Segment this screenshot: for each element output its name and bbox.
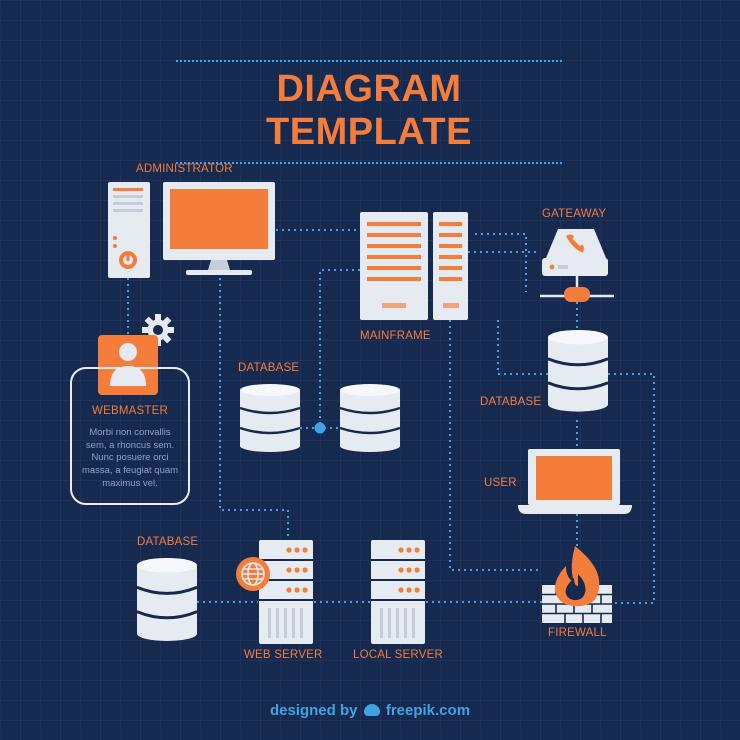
firewall-icon <box>542 546 612 623</box>
connector-mainframe-database <box>319 269 360 428</box>
connector-mainframe-database-right <box>497 320 548 375</box>
database-icon <box>135 556 199 643</box>
connector-lines <box>127 229 655 604</box>
footer-prefix: designed by <box>269 702 358 719</box>
firewall-label: FIREWALL <box>548 627 607 639</box>
footer-credit: designed by freepik.com <box>0 702 740 719</box>
server-icon <box>370 539 426 645</box>
webmaster-card: WEBMASTER Morbi non convallis sem, a rho… <box>70 367 190 505</box>
database-icon <box>338 382 402 454</box>
laptop-icon <box>518 449 632 514</box>
globe-icon <box>236 557 270 591</box>
database-icon <box>546 328 610 414</box>
database-right-label: DATABASE <box>480 396 542 408</box>
connector-admin-webserver <box>219 278 289 540</box>
connector-mainframe-firewall <box>449 320 540 571</box>
connector-mainframe-gateway-top <box>475 233 527 292</box>
web-server-label: WEB SERVER <box>244 649 323 661</box>
freepik-logo-icon <box>363 704 380 716</box>
database-icon <box>238 382 302 454</box>
webmaster-description: Morbi non convallis sem, a rhoncus sem. … <box>81 427 179 489</box>
page-title: DIAGRAM TEMPLATE <box>176 60 562 164</box>
footer-brand: freepik.com <box>385 702 471 719</box>
mainframe-icon <box>360 212 468 320</box>
connector-database-firewall <box>608 373 655 604</box>
database-left-label: DATABASE <box>137 536 199 548</box>
database-center-label: DATABASE <box>238 362 300 374</box>
mainframe-label: MAINFRAME <box>360 330 431 342</box>
desktop-computer-icon <box>108 182 275 278</box>
local-server-label: LOCAL SERVER <box>353 649 443 661</box>
administrator-label: ADMINISTRATOR <box>136 163 233 175</box>
webmaster-label: WEBMASTER <box>92 405 168 417</box>
junction-node <box>314 422 326 434</box>
gateway-label: GATEAWAY <box>542 208 607 220</box>
user-label: USER <box>484 477 517 489</box>
user-icon <box>98 335 158 395</box>
server-icon <box>258 539 314 645</box>
router-icon <box>540 229 614 302</box>
